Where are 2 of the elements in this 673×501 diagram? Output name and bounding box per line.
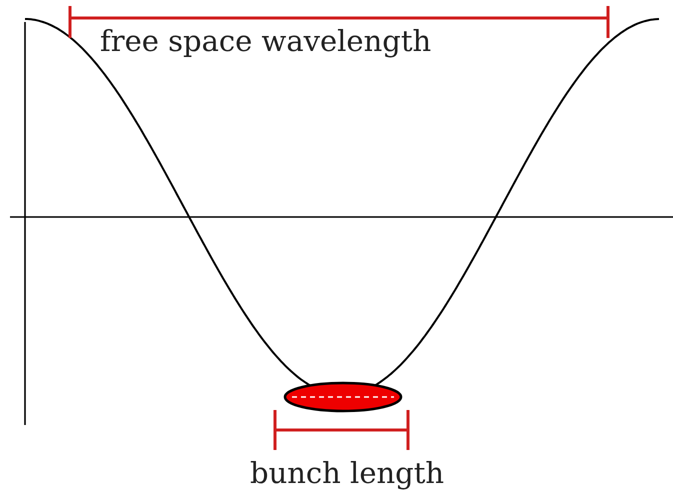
dimension-label: free space wavelength bbox=[100, 26, 432, 58]
dimension-label: bunch length bbox=[250, 458, 444, 490]
